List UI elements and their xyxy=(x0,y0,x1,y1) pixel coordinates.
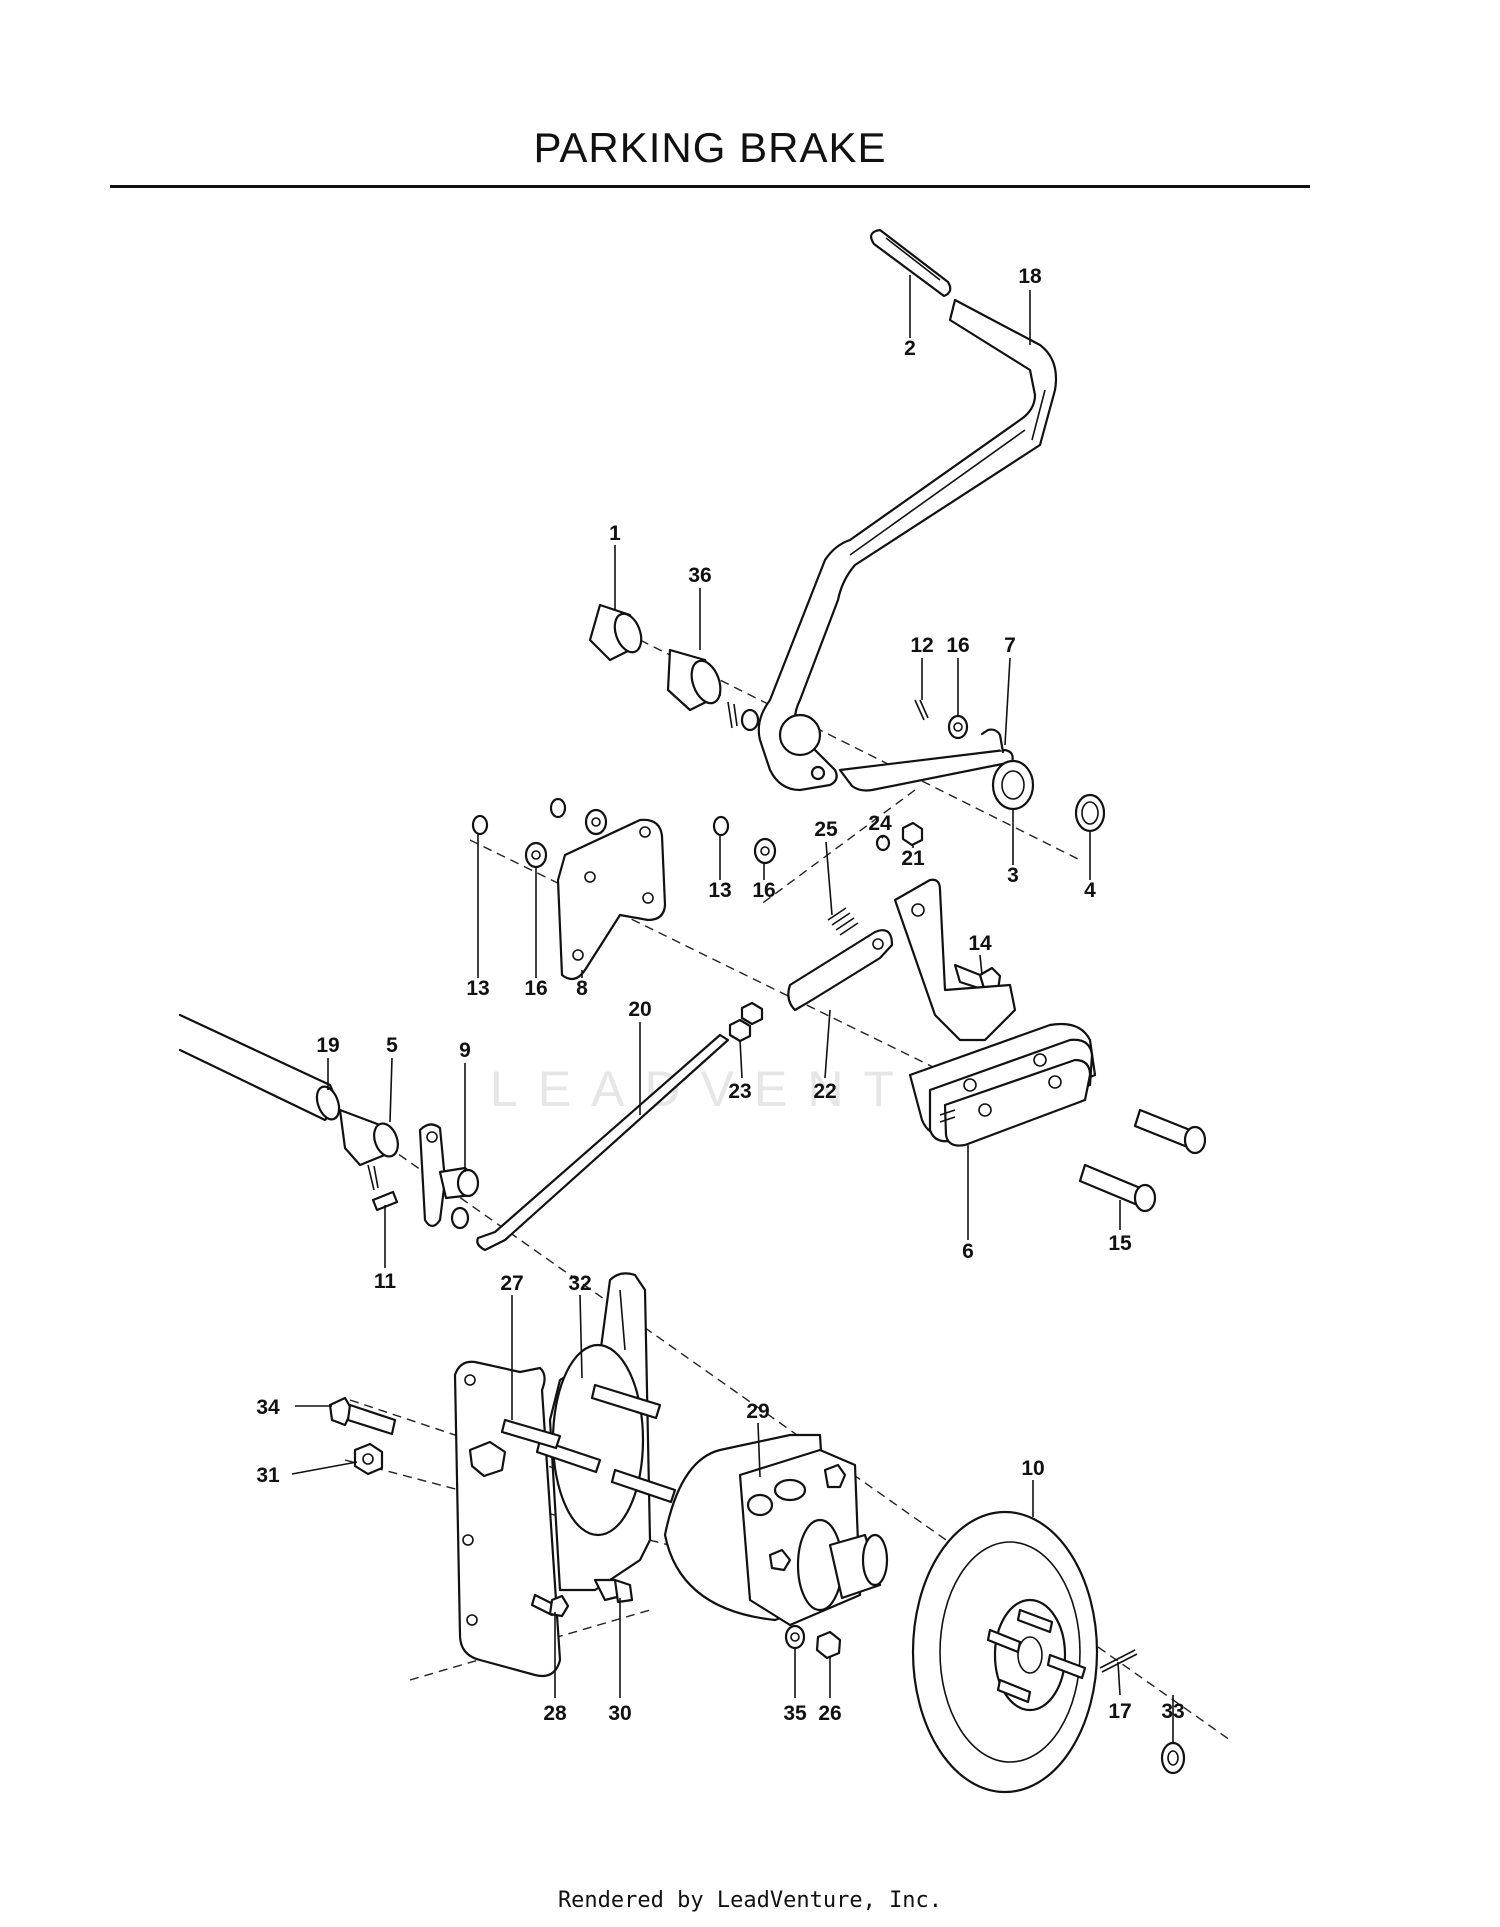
callout-15: 15 xyxy=(1108,1232,1132,1255)
callout-30: 30 xyxy=(608,1702,631,1725)
callout-34: 34 xyxy=(256,1396,280,1419)
callout-12: 12 xyxy=(910,634,933,657)
cotter-pin-left xyxy=(367,1164,379,1191)
part-28-bolt xyxy=(530,1593,570,1618)
callout-5: 5 xyxy=(386,1034,398,1057)
part-34-bolt xyxy=(328,1396,397,1436)
callout-9: 9 xyxy=(459,1039,471,1062)
part-33-washer xyxy=(1160,1741,1186,1775)
part-21-nut xyxy=(901,821,924,847)
part-25-spring xyxy=(827,907,859,936)
callout-11: 11 xyxy=(374,1270,397,1293)
part-15-pins xyxy=(1078,1108,1207,1213)
callout-3: 3 xyxy=(1007,864,1019,887)
callout-6: 6 xyxy=(962,1240,974,1263)
callout-7: 7 xyxy=(1004,634,1016,657)
callout-36: 36 xyxy=(688,564,711,587)
callout-16-left: 16 xyxy=(524,977,547,1000)
part-18-brake-lever xyxy=(757,298,1058,792)
callout-4: 4 xyxy=(1084,879,1096,902)
part-4-retaining-ring xyxy=(1074,793,1106,833)
part-32-motor-bracket xyxy=(548,1272,652,1592)
part-23-nuts xyxy=(728,1001,764,1043)
callout-33: 33 xyxy=(1161,1700,1184,1723)
part-26-nut xyxy=(815,1630,842,1660)
callout-27: 27 xyxy=(500,1272,523,1295)
parts-13-16-hardware-left xyxy=(471,797,608,869)
footer-credit: Rendered by LeadVenture, Inc. xyxy=(557,1888,943,1913)
part-2-handle-grip xyxy=(870,228,952,298)
callout-13-mid: 13 xyxy=(708,879,731,902)
part-35-washer xyxy=(784,1624,806,1650)
part-3-washer xyxy=(991,759,1035,811)
callout-16-mid: 16 xyxy=(752,879,775,902)
part-12-cotter-pin xyxy=(914,699,929,721)
callout-24: 24 xyxy=(868,812,892,835)
part-30-bolt xyxy=(593,1578,634,1604)
part-1-bushing xyxy=(588,603,643,662)
callout-25: 25 xyxy=(814,818,838,841)
motor-studs xyxy=(500,1383,677,1504)
callout-1: 1 xyxy=(609,522,621,545)
part-20-rod xyxy=(476,1033,730,1252)
callout-35: 35 xyxy=(783,1702,807,1725)
callout-13-left: 13 xyxy=(466,977,489,1000)
part-19-shaft xyxy=(178,1013,341,1122)
callout-20: 20 xyxy=(628,998,651,1021)
part-11-pin xyxy=(371,1190,399,1212)
part-10-brake-disc xyxy=(911,1510,1099,1794)
callout-19: 19 xyxy=(316,1034,339,1057)
part-16-washer-upper xyxy=(947,714,969,740)
leader-lines xyxy=(291,275,1174,1742)
part-7-brake-rod xyxy=(838,728,1014,792)
callout-22: 22 xyxy=(813,1080,836,1103)
callout-10: 10 xyxy=(1021,1457,1044,1480)
part-8-bracket-plate xyxy=(556,818,667,981)
part-22-bracket-arm xyxy=(787,929,894,1012)
title-divider xyxy=(110,185,1310,188)
part-31-nut xyxy=(353,1442,384,1476)
part-5-bushing xyxy=(338,1108,399,1167)
parts-13-16-hardware-mid xyxy=(712,815,777,865)
part-36-bushing xyxy=(666,648,722,712)
callout-28: 28 xyxy=(543,1702,567,1725)
hairpin-upper xyxy=(727,701,760,732)
callout-26: 26 xyxy=(818,1702,841,1725)
callouts: 2 18 1 36 12 16 7 3 4 25 24 21 13 16 14 … xyxy=(256,265,1184,1725)
callout-8: 8 xyxy=(576,977,588,1000)
part-9-bellcrank xyxy=(418,1123,480,1230)
part-24-washer xyxy=(875,834,891,852)
callout-23: 23 xyxy=(728,1080,751,1103)
callout-14: 14 xyxy=(968,932,992,955)
callout-21: 21 xyxy=(901,847,925,870)
callout-18: 18 xyxy=(1018,265,1042,288)
part-29-hydraulic-motor xyxy=(663,1433,889,1627)
callout-2: 2 xyxy=(904,337,916,360)
part-6-caliper-assembly xyxy=(893,878,1097,1147)
part-17-pin xyxy=(1099,1649,1138,1673)
callout-32: 32 xyxy=(568,1272,591,1295)
page-title: PARKING BRAKE xyxy=(533,124,887,171)
callout-29: 29 xyxy=(746,1400,769,1423)
part-27-mounting-plate xyxy=(453,1360,562,1678)
callout-17: 17 xyxy=(1108,1700,1131,1723)
callout-31: 31 xyxy=(256,1464,280,1487)
callout-16-upper: 16 xyxy=(946,634,969,657)
